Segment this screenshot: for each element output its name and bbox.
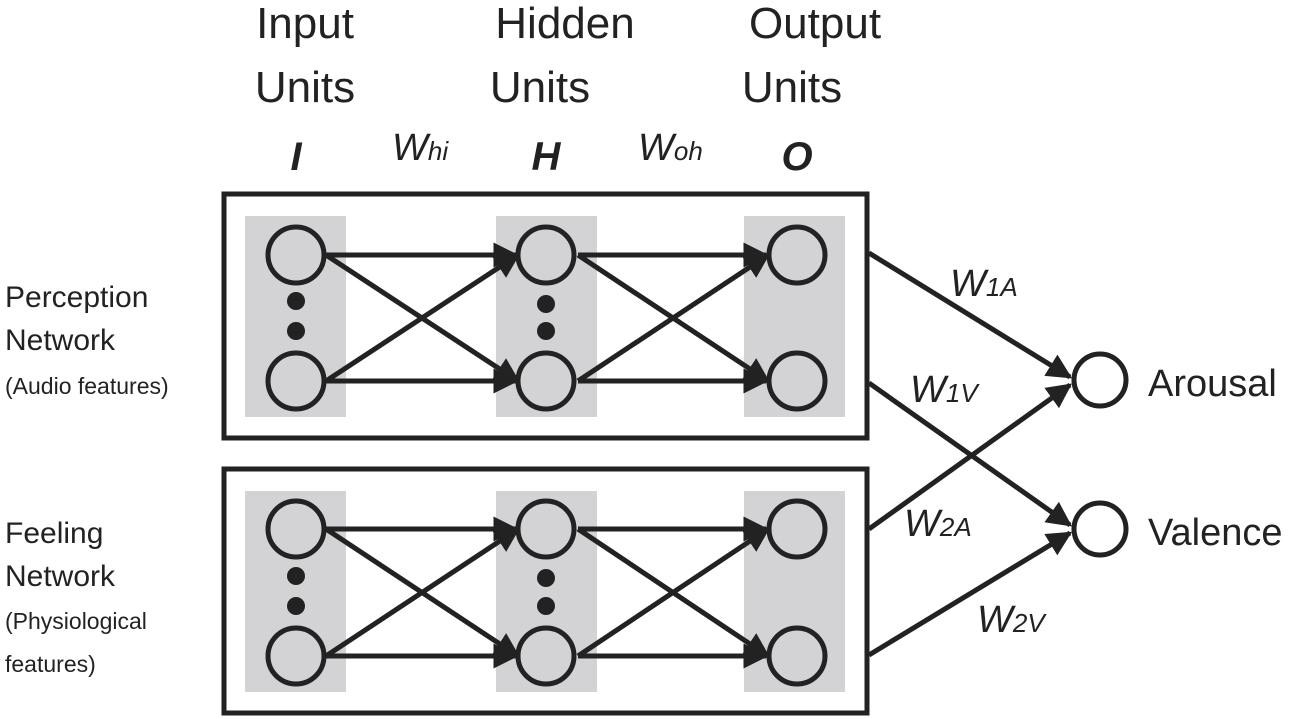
ellipsis-dot: [537, 597, 555, 615]
output-units-line1: Output: [749, 0, 881, 48]
input-symbol: I: [290, 135, 302, 179]
edge-f-i2-h1: [324, 526, 521, 659]
weight-label-w1a: W1A: [950, 263, 1018, 305]
feeling-output-node-2: [766, 625, 828, 687]
perception-network-label-line2: Network: [5, 324, 116, 357]
perception-network-label-line3: (Audio features): [5, 373, 169, 399]
perception-input-node-1: [265, 224, 327, 286]
valence-node: [1071, 500, 1129, 558]
output-symbol: O: [781, 135, 812, 179]
edge-p-h2-o1: [576, 252, 771, 384]
perception-input-node-2: [265, 350, 327, 412]
weight-label-w1v: W1V: [910, 369, 980, 411]
ellipsis-dot: [287, 597, 305, 615]
arousal-node: [1071, 351, 1129, 409]
ellipsis-dot: [537, 322, 555, 340]
feeling-input-node-2: [265, 625, 327, 687]
perception-network: [221, 191, 870, 441]
edge-feeling-arousal: [867, 382, 1073, 532]
valence-label: Valence: [1148, 512, 1283, 554]
arousal-label: Arousal: [1148, 363, 1277, 405]
hidden-units-line1: Hidden: [495, 0, 634, 48]
feeling-network: [221, 466, 870, 716]
ellipsis-dot: [537, 295, 555, 313]
feeling-network-label-line1: Feeling: [5, 517, 103, 550]
feeling-input-node-1: [265, 498, 327, 560]
perception-output-node-2: [766, 350, 828, 412]
feeling-hidden-node-1: [515, 498, 577, 560]
feeling-hidden-node-2: [515, 625, 577, 687]
perception-output-node-1: [766, 224, 828, 286]
output-units-line2: Units: [742, 63, 842, 112]
edge-p-i2-h1: [324, 252, 521, 384]
perception-network-label-line1: Perception: [5, 281, 148, 314]
feeling-output-node-1: [766, 498, 828, 560]
weight-label-woh: Woh: [638, 127, 703, 169]
weight-label-whi: Whi: [392, 127, 449, 169]
feeling-network-label-line2: Network: [5, 560, 116, 593]
ellipsis-dot: [287, 322, 305, 340]
perception-hidden-node-2: [515, 350, 577, 412]
weight-label-w2a: W2A: [904, 503, 972, 545]
hidden-units-line2: Units: [490, 63, 590, 112]
feeling-network-label-line3: (Physiological: [5, 608, 147, 634]
input-units-line1: Input: [256, 0, 354, 48]
edge-f-h2-o1: [576, 526, 771, 659]
weight-label-w2v: W2V: [977, 599, 1047, 641]
feeling-network-label-line4: features): [5, 651, 96, 677]
input-units-line2: Units: [255, 63, 355, 112]
ellipsis-dot: [287, 292, 305, 310]
edge-feeling-valence: [867, 530, 1073, 658]
ellipsis-dot: [537, 569, 555, 587]
perception-hidden-node-1: [515, 224, 577, 286]
hidden-symbol: H: [532, 135, 562, 179]
ellipsis-dot: [287, 567, 305, 585]
edge-perception-arousal: [867, 250, 1073, 380]
